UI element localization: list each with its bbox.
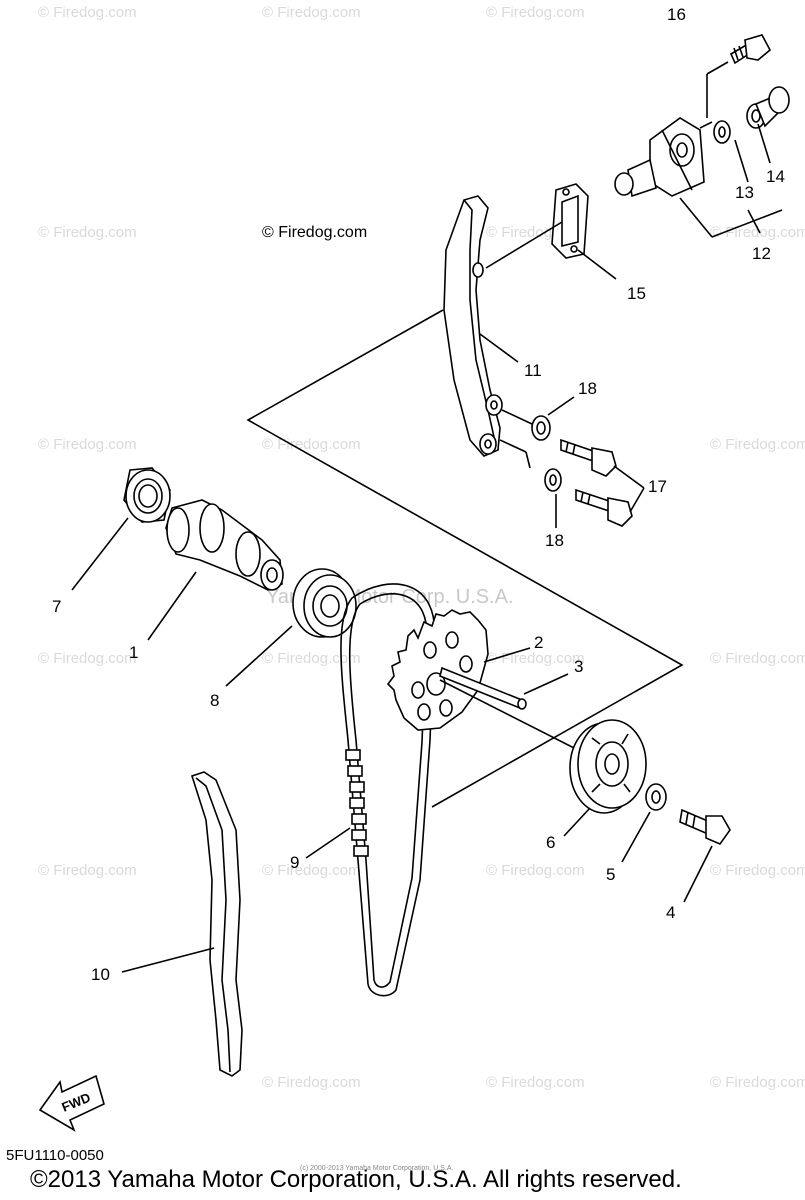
watermark: © Firedog.com	[38, 224, 137, 241]
washer-5	[645, 783, 667, 811]
bearing-8	[292, 568, 357, 638]
callout-13: 13	[735, 183, 754, 202]
plate-6	[569, 719, 647, 814]
callout-8: 8	[210, 691, 220, 710]
bolt-4	[679, 808, 731, 845]
callout-3: 3	[574, 657, 584, 676]
watermark: © Firedog.com	[38, 4, 137, 21]
callout-17: 17	[648, 477, 667, 496]
callout-4: 4	[666, 903, 676, 922]
callout-5: 5	[606, 865, 616, 884]
watermark: © Firedog.com	[710, 436, 805, 453]
watermark: © Firedog.com	[486, 4, 585, 21]
pin-3	[439, 666, 527, 710]
callout-1: 1	[129, 643, 139, 662]
sprocket-2	[386, 609, 489, 731]
washer-18b	[544, 468, 562, 492]
watermark: © Firedog.com	[710, 650, 805, 667]
assembly-outline	[246, 309, 684, 808]
chain-guide-10	[190, 771, 243, 1077]
watermark: © Firedog.com	[486, 1074, 585, 1091]
callout-6: 6	[546, 833, 556, 852]
callout-18-bottom: 18	[545, 531, 564, 550]
callout-15: 15	[627, 284, 646, 303]
callout-9: 9	[290, 853, 300, 872]
copyright-notice: ©2013 Yamaha Motor Corporation, U.S.A. A…	[30, 1166, 682, 1193]
bolt-16	[729, 34, 772, 65]
washer-18a	[531, 415, 551, 441]
watermark: © Firedog.com	[262, 1074, 361, 1091]
bolt-17a	[560, 438, 617, 477]
watermark: © Firedog.com	[262, 862, 361, 879]
washer-13	[713, 120, 731, 144]
timing-chain-9	[340, 583, 436, 997]
bolt-17b	[575, 488, 633, 527]
callout-16: 16	[667, 5, 686, 24]
fwd-arrow-icon: FWD	[38, 1074, 105, 1132]
watermark: © Firedog.com	[262, 436, 361, 453]
callout-10: 10	[91, 965, 110, 984]
watermark: © Firedog.com	[38, 436, 137, 453]
callout-14: 14	[766, 167, 785, 186]
watermark: © Firedog.com	[38, 650, 137, 667]
watermark: © Firedog.com	[262, 650, 361, 667]
bearing-7	[123, 467, 171, 523]
small-copyright: (c) 2000-2013 Yamaha Motor Corporation, …	[300, 1165, 454, 1172]
bolt-14	[746, 86, 790, 129]
camshaft-1	[165, 499, 284, 591]
part-code: 5FU1110-0050	[6, 1147, 104, 1164]
watermark: © Firedog.com	[710, 862, 805, 879]
watermark: © Firedog.com	[262, 4, 361, 21]
tensioner-12	[614, 117, 705, 198]
gasket-15	[551, 183, 589, 259]
watermark-dark: © Firedog.com	[262, 224, 368, 241]
watermark: © Firedog.com	[486, 862, 585, 879]
watermark: © Firedog.com	[38, 862, 137, 879]
callout-11: 11	[524, 361, 542, 380]
chain-guide-11	[443, 195, 503, 457]
callout-18-top: 18	[578, 379, 597, 398]
callout-2: 2	[534, 633, 544, 652]
watermark: © Firedog.com	[710, 1074, 805, 1091]
callout-12: 12	[752, 244, 771, 263]
callout-7: 7	[52, 597, 62, 616]
